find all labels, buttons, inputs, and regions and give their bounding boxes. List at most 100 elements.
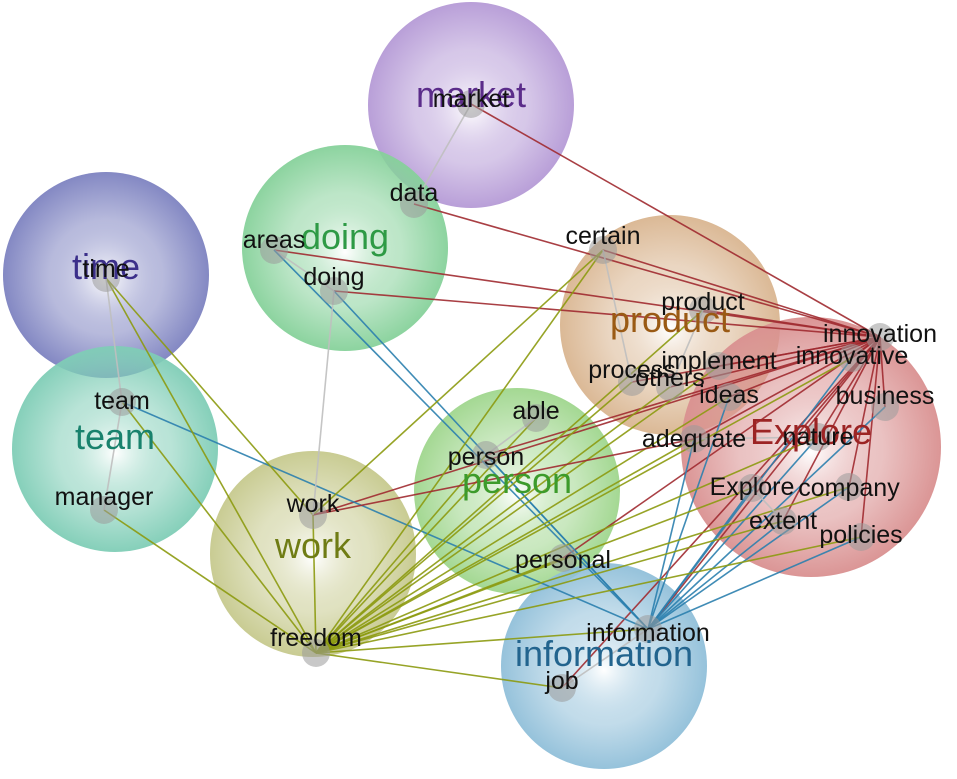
node-company xyxy=(835,473,863,501)
edge-information-policies xyxy=(647,536,862,630)
edge-work-innovation xyxy=(312,336,881,516)
node-policies xyxy=(847,523,875,551)
node-label-person: person xyxy=(448,443,524,471)
edge-information-extent xyxy=(647,520,784,630)
edge-others-innovation xyxy=(669,336,881,388)
node-label-policies: policies xyxy=(819,521,902,549)
edge-work-certain xyxy=(312,249,604,516)
edge-freedom-others xyxy=(315,386,671,654)
edge-freedom-innovative xyxy=(315,357,853,654)
node-personal xyxy=(549,544,577,572)
cluster-label-doing: doing xyxy=(301,216,389,257)
edge-company-innovation xyxy=(848,336,881,488)
node-doing xyxy=(320,277,348,305)
node-person xyxy=(472,441,500,469)
edge-freedom-product xyxy=(315,309,704,654)
edge-freedom-policies xyxy=(315,536,862,654)
node-label-time: time xyxy=(82,255,129,283)
node-label-areas: areas xyxy=(243,226,306,254)
node-team xyxy=(108,388,136,416)
node-able xyxy=(522,404,550,432)
cluster-label-market: market xyxy=(416,74,526,115)
edge-policies-innovation xyxy=(860,336,881,538)
node-label-implement: implement xyxy=(661,347,776,375)
edge-information-ideas xyxy=(647,396,730,630)
edge-certain-innovation xyxy=(602,249,881,338)
node-freedom xyxy=(302,639,330,667)
cluster-label-explore: Explore xyxy=(750,411,872,452)
edge-areas-information xyxy=(273,249,649,630)
node-implement xyxy=(705,352,733,380)
edge-freedom-work xyxy=(312,514,317,654)
node-market xyxy=(457,90,485,118)
node-label-work: work xyxy=(286,490,340,518)
node-label-personal: personal xyxy=(515,546,611,574)
edge-freedom-adequate xyxy=(315,438,695,654)
node-label-manager: manager xyxy=(55,483,154,511)
node-others xyxy=(656,373,684,401)
node-innovation xyxy=(866,323,894,351)
edge-personal-innovation xyxy=(562,336,881,559)
cluster-bubble-team xyxy=(12,346,218,552)
node-certain xyxy=(589,236,617,264)
edge-freedom-manager xyxy=(103,509,317,654)
cluster-bubble-work xyxy=(210,451,416,657)
edge-information-nature xyxy=(647,436,819,630)
node-label-doing: doing xyxy=(303,263,364,291)
edge-freedom-information xyxy=(315,628,649,654)
cluster-label-product: product xyxy=(610,299,730,340)
edge-freedom-process xyxy=(315,381,633,654)
node-label-market: market xyxy=(433,85,509,113)
cluster-label-time: time xyxy=(72,246,140,287)
node-label-innovative: innovative xyxy=(796,342,909,370)
edge-work-doing xyxy=(312,290,335,516)
cluster-bubble-information xyxy=(501,563,707,769)
nodes-layer xyxy=(90,90,899,702)
node-areas xyxy=(260,236,288,264)
node-label-data: data xyxy=(390,179,439,207)
edge-work-adequate xyxy=(312,438,695,516)
edge-information-business xyxy=(647,406,886,630)
node-label-certain: certain xyxy=(565,222,640,250)
edge-freedom-time xyxy=(105,277,317,654)
node-ideas xyxy=(715,383,743,411)
edge-information-adequate xyxy=(647,438,695,630)
edge-person-innovation xyxy=(485,336,881,456)
edge-nature-innovation xyxy=(817,336,881,438)
edge-freedom-certain xyxy=(315,249,604,654)
node-label-Explore: Explore xyxy=(710,473,795,501)
edge-freedom-person xyxy=(315,454,487,654)
edge-product-innovation xyxy=(702,309,881,338)
edge-freedom-job xyxy=(315,652,563,689)
edge-market-innovation xyxy=(470,103,881,338)
node-time xyxy=(92,264,120,292)
node-label-extent: extent xyxy=(749,507,817,535)
edge-freedom-implement xyxy=(315,365,720,654)
edge-time-team xyxy=(105,277,123,403)
node-label-others: others xyxy=(635,364,704,392)
node-information xyxy=(634,615,662,643)
node-label-company: company xyxy=(798,474,900,502)
node-extent xyxy=(769,507,797,535)
node-nature xyxy=(804,423,832,451)
node-label-freedom: freedom xyxy=(270,624,362,652)
edge-adequate-nature xyxy=(693,436,819,440)
node-job xyxy=(548,674,576,702)
node-work xyxy=(299,501,327,529)
node-business xyxy=(871,393,899,421)
node-label-able: able xyxy=(512,397,559,425)
node-process xyxy=(618,368,646,396)
edge-information-company xyxy=(647,486,850,630)
cluster-label-information: information xyxy=(515,633,693,674)
cluster-bubble-doing xyxy=(242,145,448,351)
node-label-information: information xyxy=(586,619,710,647)
edge-freedom-company xyxy=(315,486,850,654)
node-label-product: product xyxy=(661,288,744,316)
node-label-nature: nature xyxy=(783,423,854,451)
edge-areas-innovation xyxy=(273,249,881,338)
node-data xyxy=(400,190,428,218)
edge-freedom-team xyxy=(121,401,317,654)
edge-certain-process xyxy=(602,249,633,383)
node-labels: marketdatatimeareasdoingcertainproductpr… xyxy=(55,85,937,695)
